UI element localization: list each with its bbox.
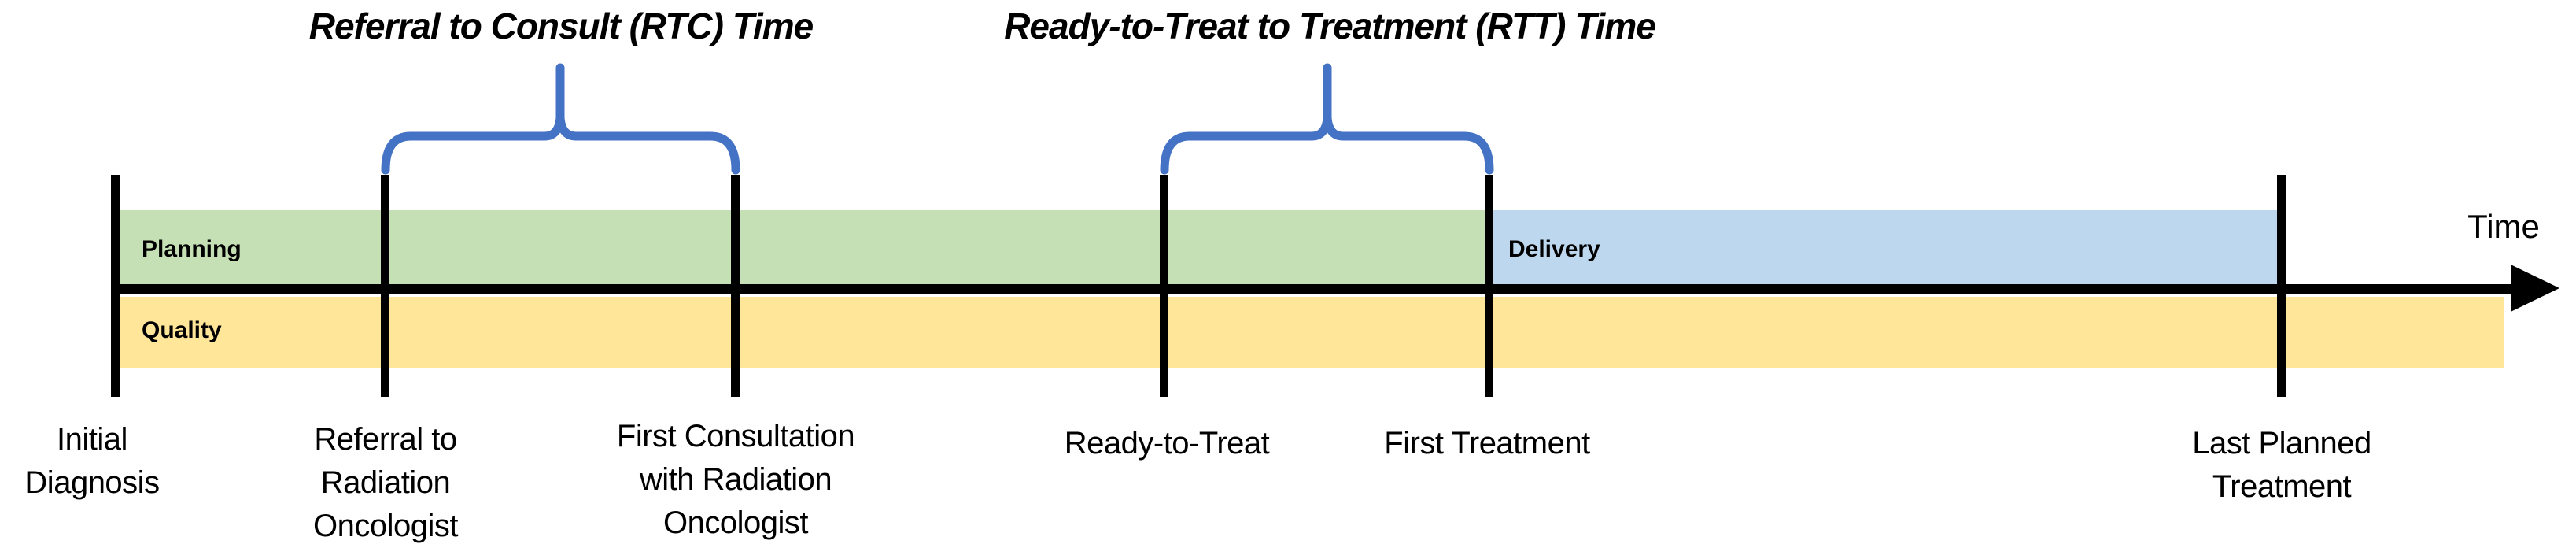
rtc-time-label: Referral to Consult (RTC) Time: [308, 6, 814, 46]
planning-band: [116, 210, 1489, 285]
rtt-time-label: Ready-to-Treat to Treatment (RTT) Time: [1004, 6, 1656, 46]
quality-band: [116, 297, 2504, 368]
tick-initial-diagnosis: [111, 175, 120, 397]
milestone-label-first-consultation: First Consultation with Radiation Oncolo…: [616, 419, 855, 540]
timeline-axis: [112, 284, 2514, 294]
rtt-brace-icon: [1160, 63, 1494, 175]
tick-referral: [381, 175, 389, 397]
tick-ready-to-treat: [1160, 175, 1168, 397]
milestone-label-first-treatment: First Treatment: [1384, 426, 1590, 461]
quality-band-label: Quality: [142, 317, 222, 343]
milestone-label-last-planned-treatment: Last Planned Treatment: [2192, 426, 2371, 504]
milestone-label-ready-to-treat: Ready-to-Treat: [1064, 426, 1270, 461]
tick-first-consultation: [731, 175, 740, 397]
time-axis-label: Time: [2467, 208, 2540, 245]
delivery-band: [1489, 210, 2282, 285]
milestone-label-referral: Referral to Radiation Oncologist: [313, 422, 458, 543]
milestone-label-initial-diagnosis: Initial Diagnosis: [24, 422, 160, 500]
delivery-band-label: Delivery: [1508, 236, 1600, 262]
tick-first-treatment: [1485, 175, 1493, 397]
planning-band-label: Planning: [142, 236, 242, 262]
tick-last-planned-treatment: [2277, 175, 2286, 397]
rtc-brace-icon: [381, 63, 740, 175]
arrowhead-icon: [2511, 265, 2559, 312]
